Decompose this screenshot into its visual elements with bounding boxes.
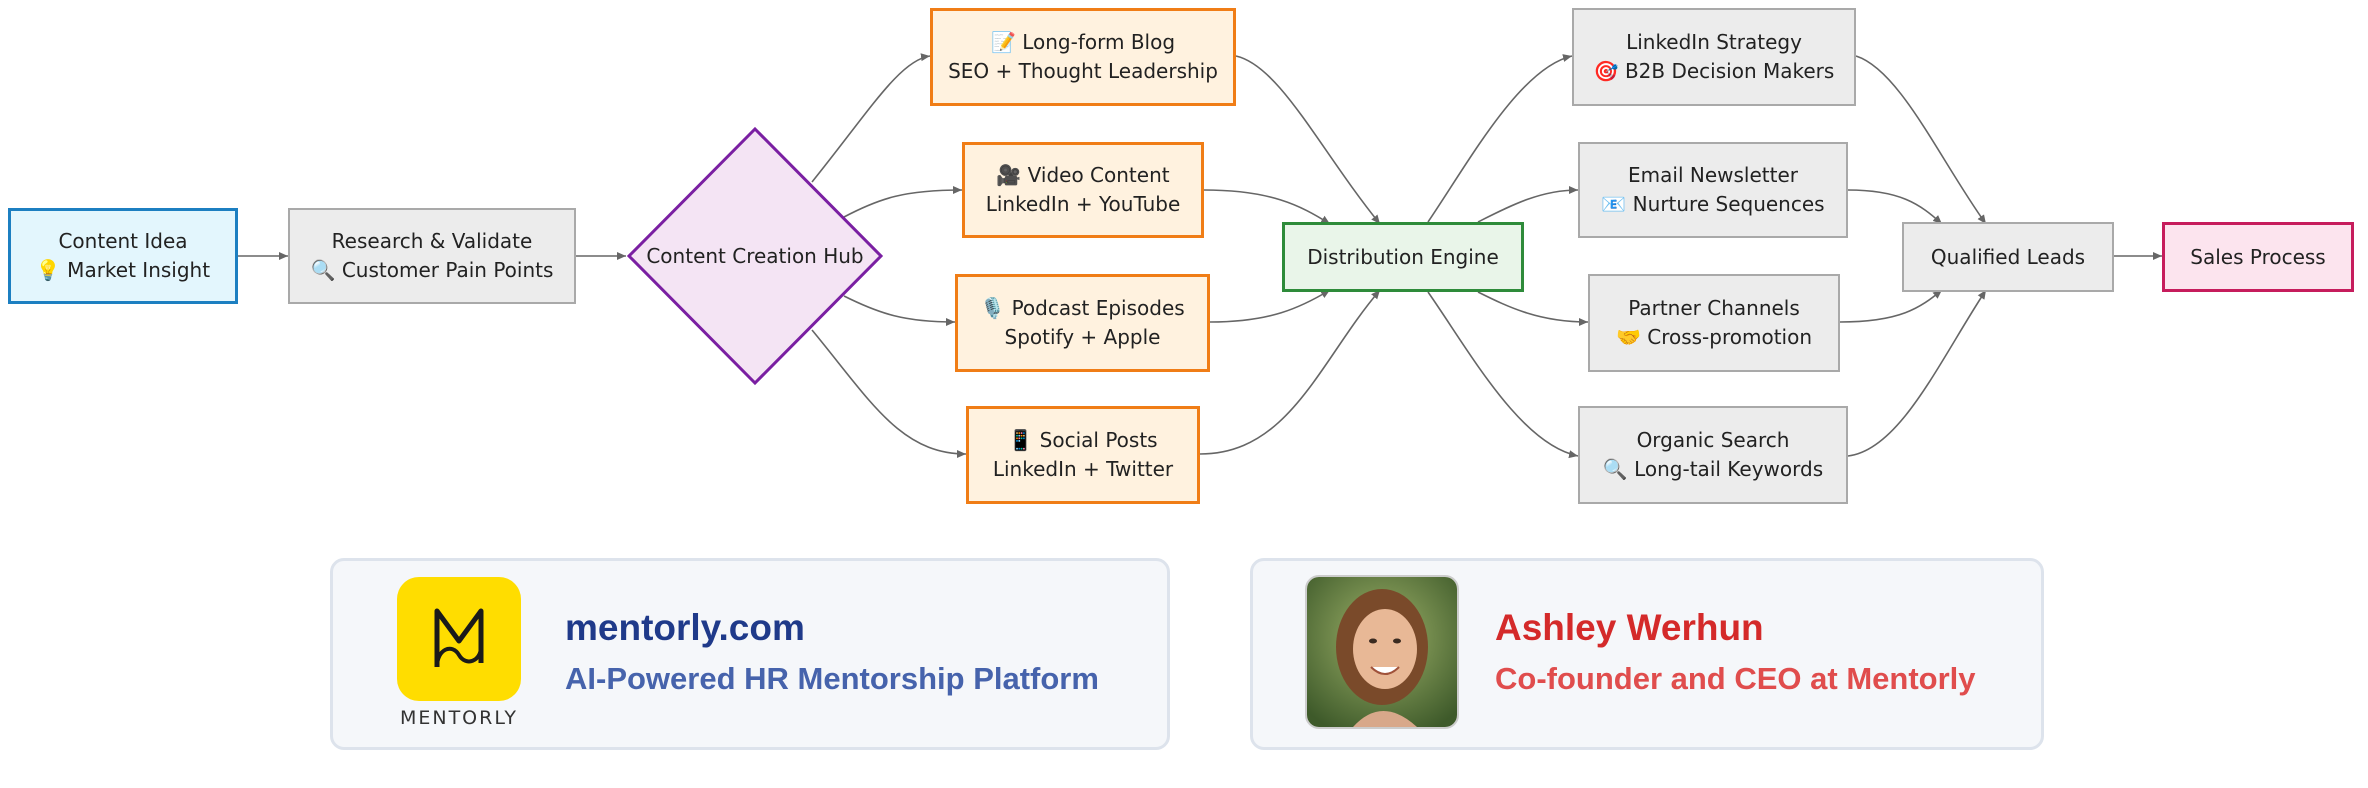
flowchart: Content Idea 💡 Market Insight Research &… xyxy=(8,8,2354,504)
node-content-creation-hub[interactable]: Content Creation Hub xyxy=(626,126,884,386)
node-sales-process[interactable]: Sales Process xyxy=(2162,222,2354,292)
node-social-posts-line-2: LinkedIn + Twitter xyxy=(992,457,1174,481)
node-research-validate[interactable]: Research & Validate 🔍 Customer Pain Poin… xyxy=(288,208,576,304)
company-card: MENTORLY mentorly.com AI-Powered HR Ment… xyxy=(330,558,1170,750)
node-content-idea[interactable]: Content Idea 💡 Market Insight xyxy=(8,208,238,304)
edge-dist-email xyxy=(1477,186,1579,223)
flowchart-edges xyxy=(238,53,2162,459)
profile-photo-avatar xyxy=(1305,575,1459,729)
node-organic-search[interactable]: Organic Search 🔍 Long-tail Keywords xyxy=(1578,406,1848,504)
node-partner-channels[interactable]: Partner Channels 🤝 Cross-promotion xyxy=(1588,274,1840,372)
edge-hub-social xyxy=(811,329,967,458)
edge-dist-linkedin xyxy=(1427,54,1573,223)
edge-hub-podcast xyxy=(843,295,956,326)
person-name: Ashley Werhun xyxy=(1495,607,1764,648)
node-video-content-line-2: LinkedIn + YouTube xyxy=(985,192,1181,216)
node-distribution-engine-label: Distribution Engine xyxy=(1307,244,1499,269)
person-card: Ashley Werhun Co-founder and CEO at Ment… xyxy=(1250,558,2044,750)
node-qualified-leads[interactable]: Qualified Leads xyxy=(1902,222,2114,292)
node-research-validate-line-1: Research & Validate xyxy=(331,229,533,253)
node-podcast-episodes[interactable]: 🎙️ Podcast Episodes Spotify + Apple xyxy=(955,274,1210,372)
person-role: Co-founder and CEO at Mentorly xyxy=(1495,661,1976,696)
edge-partner-leads xyxy=(1839,289,1943,323)
node-linkedin-strategy[interactable]: LinkedIn Strategy 🎯 B2B Decision Makers xyxy=(1572,8,1856,106)
node-research-validate-line-2: 🔍 Customer Pain Points xyxy=(310,258,554,282)
node-email-newsletter[interactable]: Email Newsletter 📧 Nurture Sequences xyxy=(1578,142,1848,238)
node-social-posts[interactable]: 📱 Social Posts LinkedIn + Twitter xyxy=(966,406,1200,504)
edge-organic-leads xyxy=(1847,289,1987,457)
mentorly-monogram-icon xyxy=(434,608,484,668)
mentorly-logo-icon xyxy=(397,577,521,701)
edge-linkedin-leads xyxy=(1855,55,1987,225)
node-video-content-line-1: 🎥 Video Content xyxy=(996,163,1170,187)
node-qualified-leads-label: Qualified Leads xyxy=(1930,244,2086,269)
node-long-form-blog[interactable]: 📝 Long-form Blog SEO + Thought Leadershi… xyxy=(930,8,1236,106)
node-content-creation-hub-label: Content Creation Hub xyxy=(646,243,864,268)
edge-podcast-dist xyxy=(1209,289,1331,323)
edge-dist-organic xyxy=(1427,291,1579,459)
logo-wordmark: MENTORLY xyxy=(399,707,519,729)
node-podcast-episodes-line-1: 🎙️ Podcast Episodes xyxy=(980,296,1185,320)
node-content-idea-line-1: Content Idea xyxy=(58,229,188,253)
edge-hub-video xyxy=(843,186,963,218)
node-email-newsletter-line-2: 📧 Nurture Sequences xyxy=(1601,192,1825,216)
node-long-form-blog-line-2: SEO + Thought Leadership xyxy=(948,59,1218,83)
node-linkedin-strategy-line-1: LinkedIn Strategy xyxy=(1626,30,1802,54)
node-social-posts-line-1: 📱 Social Posts xyxy=(1008,428,1158,452)
node-organic-search-line-1: Organic Search xyxy=(1636,428,1790,452)
node-email-newsletter-line-1: Email Newsletter xyxy=(1628,163,1798,187)
node-partner-channels-line-2: 🤝 Cross-promotion xyxy=(1615,325,1813,349)
edge-blog-dist xyxy=(1235,55,1381,225)
node-long-form-blog-line-1: 📝 Long-form Blog xyxy=(990,30,1176,54)
node-partner-channels-line-1: Partner Channels xyxy=(1628,296,1800,320)
company-tagline: AI-Powered HR Mentorship Platform xyxy=(565,661,1099,696)
node-linkedin-strategy-line-2: 🎯 B2B Decision Makers xyxy=(1593,59,1835,83)
edge-hub-blog xyxy=(811,53,931,183)
diamond-shape xyxy=(626,126,884,386)
node-podcast-episodes-line-2: Spotify + Apple xyxy=(1004,325,1161,349)
edge-dist-partner xyxy=(1477,291,1589,326)
company-name[interactable]: mentorly.com xyxy=(565,607,805,648)
edge-social-dist xyxy=(1199,289,1381,455)
edge-email-leads xyxy=(1847,189,1943,225)
node-distribution-engine[interactable]: Distribution Engine xyxy=(1282,222,1524,292)
edge-video-dist xyxy=(1203,189,1331,225)
node-video-content[interactable]: 🎥 Video Content LinkedIn + YouTube xyxy=(962,142,1204,238)
person-portrait-icon xyxy=(1307,577,1457,727)
node-organic-search-line-2: 🔍 Long-tail Keywords xyxy=(1602,457,1824,481)
node-content-idea-line-2: 💡 Market Insight xyxy=(35,258,211,282)
node-sales-process-label: Sales Process xyxy=(2190,244,2326,269)
